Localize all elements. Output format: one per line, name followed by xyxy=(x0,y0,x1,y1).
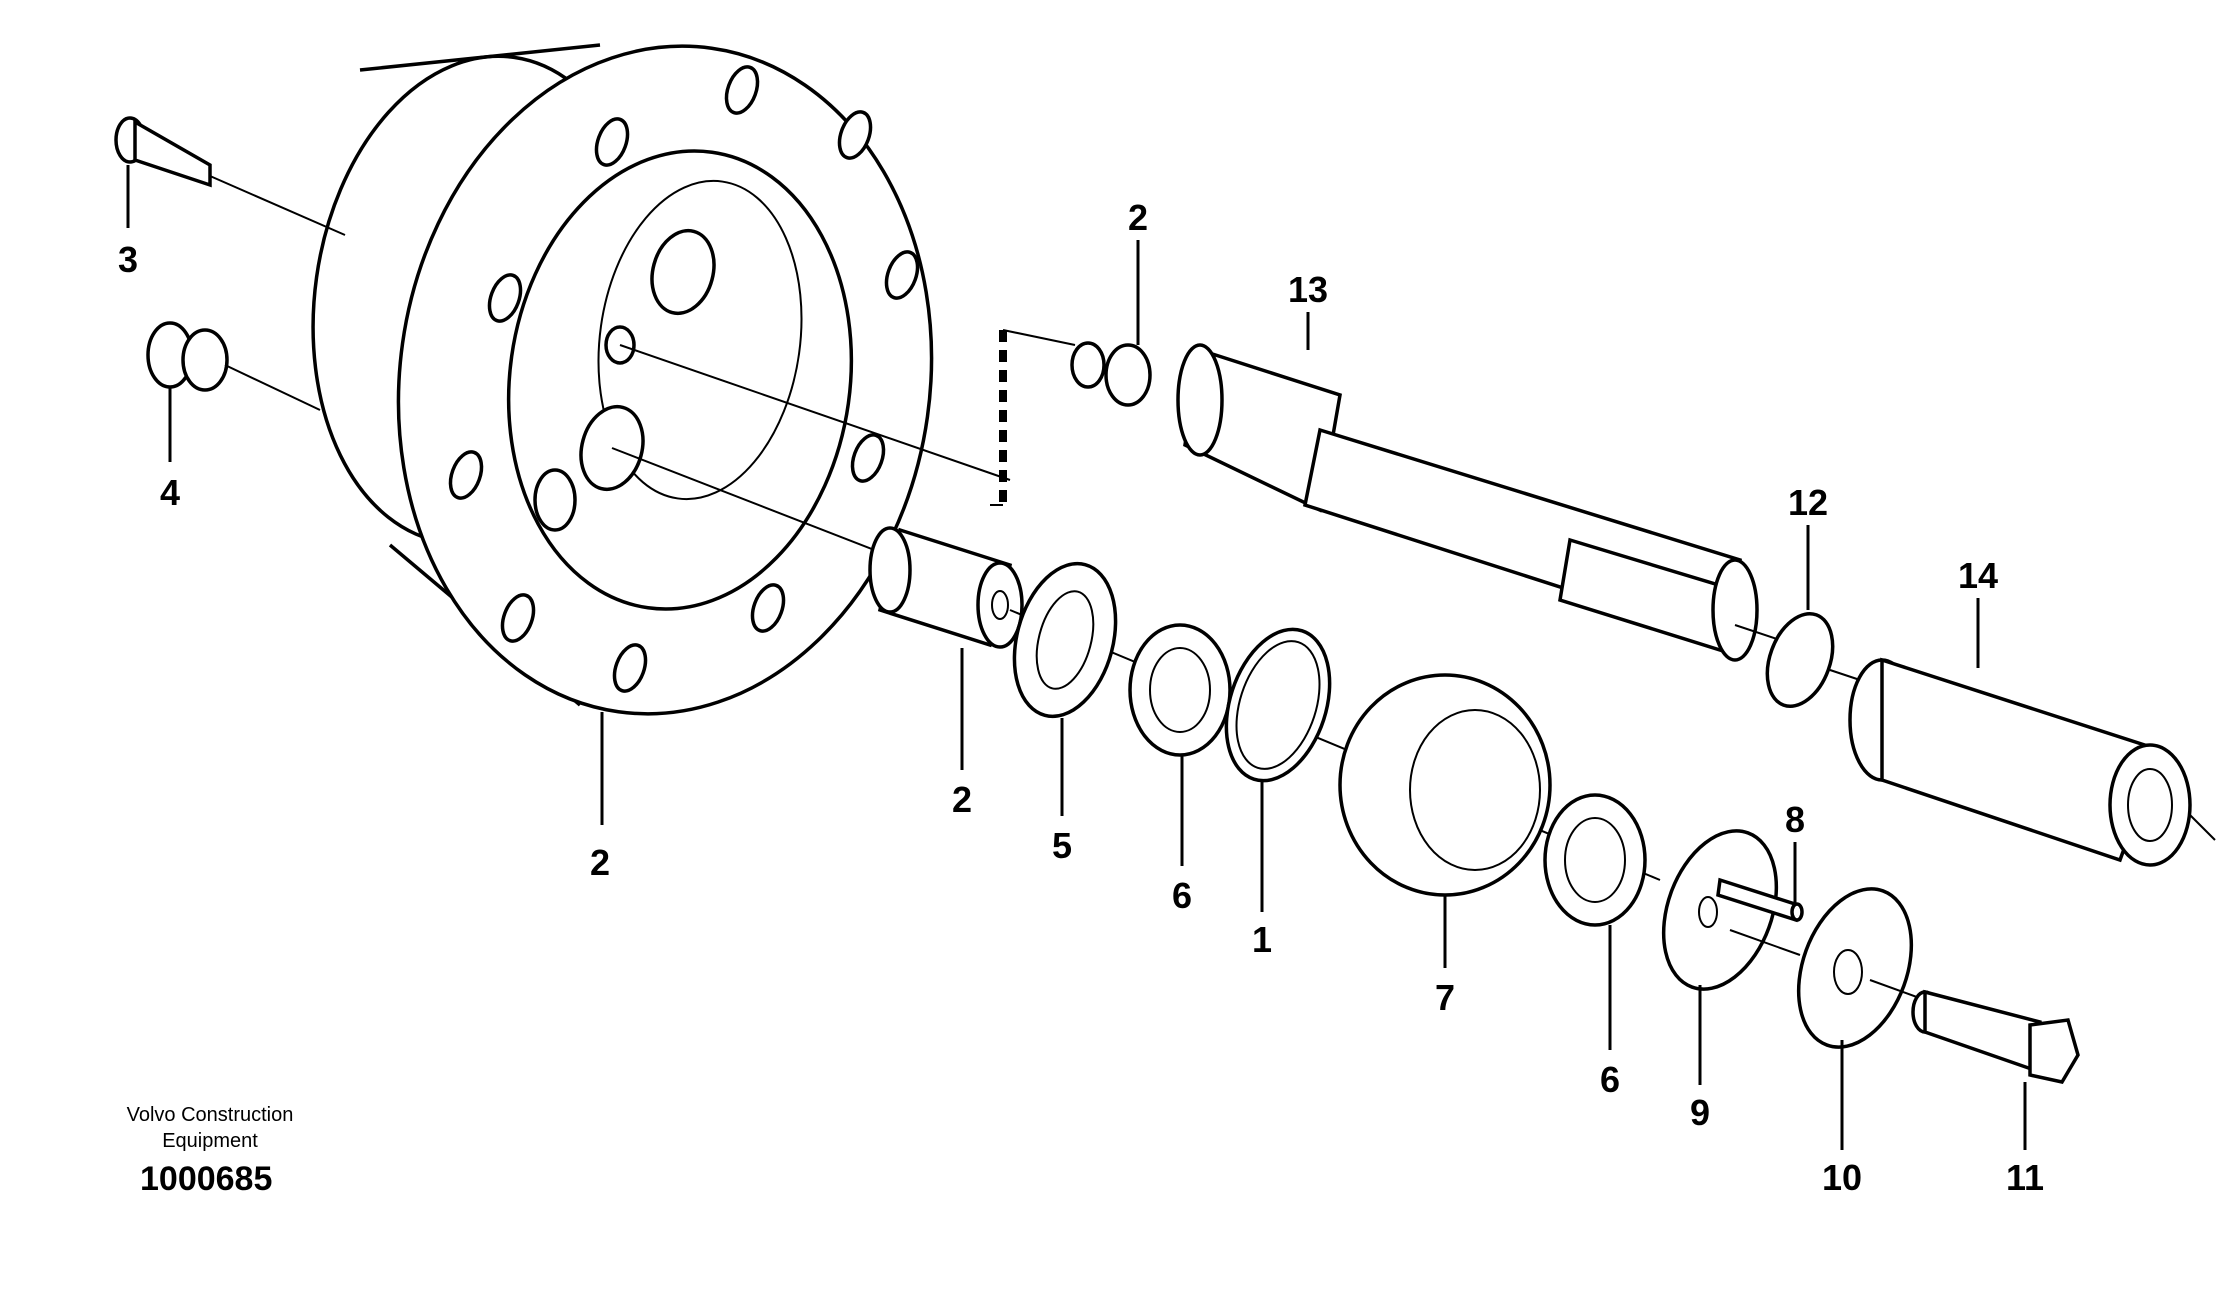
callout-4: 4 xyxy=(160,472,180,513)
gear-part-7 xyxy=(1338,673,1552,897)
brand-line-2: Equipment xyxy=(162,1130,258,1152)
callout-9: 9 xyxy=(1690,1092,1710,1133)
housing-flange xyxy=(311,43,934,716)
thrust-washer-part-9 xyxy=(1661,829,1779,991)
callout-14: 14 xyxy=(1958,555,1998,596)
screw-part-3 xyxy=(114,116,212,188)
callout-10: 10 xyxy=(1822,1157,1862,1198)
sleeve-part-14 xyxy=(1848,657,2192,867)
needle-bearing-part-6-left xyxy=(1128,623,1232,757)
callout-6-right: 6 xyxy=(1600,1059,1620,1100)
callout-3: 3 xyxy=(118,239,138,280)
callout-6-left: 6 xyxy=(1172,875,1192,916)
circlip-part-12 xyxy=(1765,611,1835,709)
callout-2-housing: 2 xyxy=(590,842,610,883)
callout-5: 5 xyxy=(1052,825,1072,866)
washer-part-5 xyxy=(1012,561,1118,719)
callout-1: 1 xyxy=(1252,919,1272,960)
brand-line-1: Volvo Construction xyxy=(126,1104,294,1126)
callout-7: 7 xyxy=(1435,977,1455,1018)
needle-bearing-part-6-right xyxy=(1543,793,1647,927)
washer-part-10 xyxy=(1796,887,1914,1049)
leader-lines xyxy=(126,165,2027,1150)
ring-part-1 xyxy=(1224,627,1332,783)
callout-11: 11 xyxy=(2006,1157,2044,1198)
bushing-part-2-top xyxy=(1070,341,1152,407)
callout-2-top: 2 xyxy=(1128,197,1148,238)
brand-label: Volvo Construction Equipment xyxy=(110,1102,310,1154)
sleeve-part-2 xyxy=(868,526,1024,649)
callout-13: 13 xyxy=(1288,269,1328,310)
plug-part-4 xyxy=(146,321,229,392)
pin-part-8 xyxy=(1716,877,1804,923)
callout-8: 8 xyxy=(1785,799,1805,840)
spline-shaft-part-13 xyxy=(1176,343,1759,662)
callout-12: 12 xyxy=(1788,482,1828,523)
bolt-part-11 xyxy=(1911,989,2080,1084)
callout-2-sleeve: 2 xyxy=(952,779,972,820)
reference-number: 1000685 xyxy=(140,1160,273,1198)
